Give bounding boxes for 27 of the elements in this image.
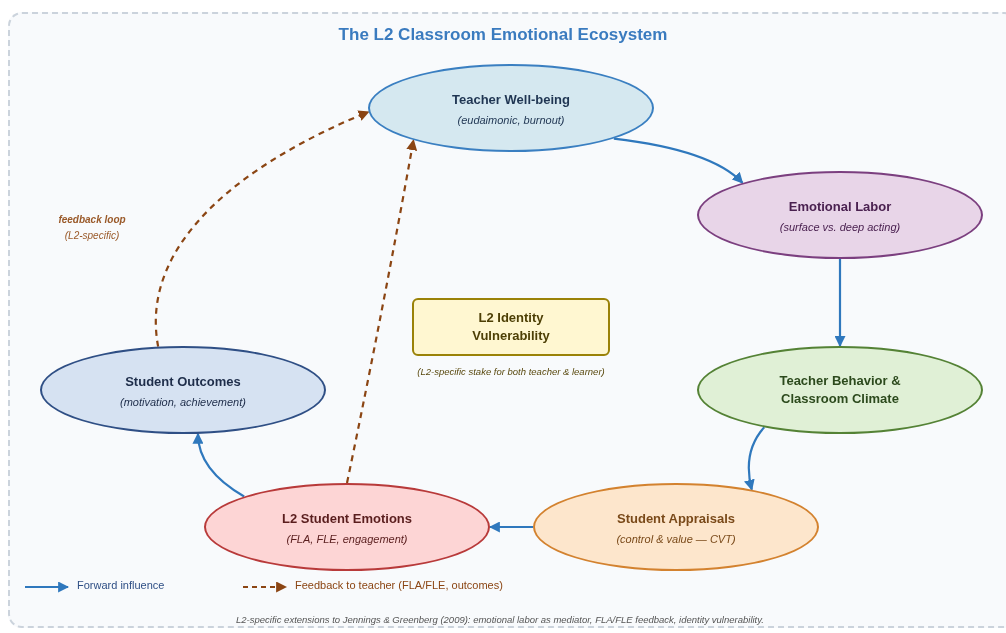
arrow <box>613 137 744 184</box>
annotation-text: feedback loop <box>57 214 127 225</box>
node-subtitle: (FLA, FLE, engagement) <box>286 532 408 545</box>
legend-label: Forward influence <box>77 579 165 591</box>
diagram-title: The L2 Classroom Emotional Ecosystem <box>337 25 669 45</box>
arrow <box>488 521 533 533</box>
dashed-arrow <box>345 139 418 484</box>
node-subtitle: (control & value — CVT) <box>616 532 736 545</box>
node-title: Student Outcomes <box>125 372 241 391</box>
node-title: L2 Student Emotions <box>282 509 412 528</box>
dashed-arrow <box>154 110 370 347</box>
caption: L2-specific extensions to Jennings & Greenberg (2009): emotional labor as mediator, FLA/FLE feedback, identity vulnerability. <box>235 614 765 625</box>
node-title: Teacher Well-being <box>452 90 570 109</box>
annotation-text: (L2-specific) <box>63 230 121 241</box>
rounded-box <box>412 298 610 356</box>
node-subtitle: (surface vs. deep acting) <box>779 220 901 233</box>
node-title: L2 Identity Vulnerability <box>471 309 551 345</box>
arrow <box>744 426 766 491</box>
node-title: Student Appraisals <box>617 509 735 528</box>
legend-label: Feedback to teacher (FLA/FLE, outcomes) <box>295 579 503 591</box>
node-note: (L2-specific stake for both teacher & learner) <box>416 366 606 377</box>
node-title: Emotional Labor <box>788 197 892 216</box>
node-subtitle: (eudaimonic, burnout) <box>457 113 565 126</box>
arrow <box>193 432 245 498</box>
node-title: Teacher Behavior & Classroom Climate <box>778 372 902 408</box>
node-subtitle: (motivation, achievement) <box>120 395 246 408</box>
arrow <box>834 259 846 348</box>
